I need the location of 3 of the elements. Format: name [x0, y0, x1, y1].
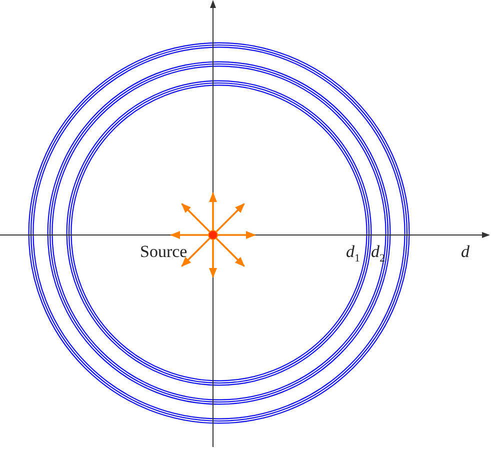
axis-label: d — [461, 243, 470, 260]
source-label: Source — [140, 243, 188, 260]
distance-label: d$_{1}$ — [346, 243, 360, 264]
